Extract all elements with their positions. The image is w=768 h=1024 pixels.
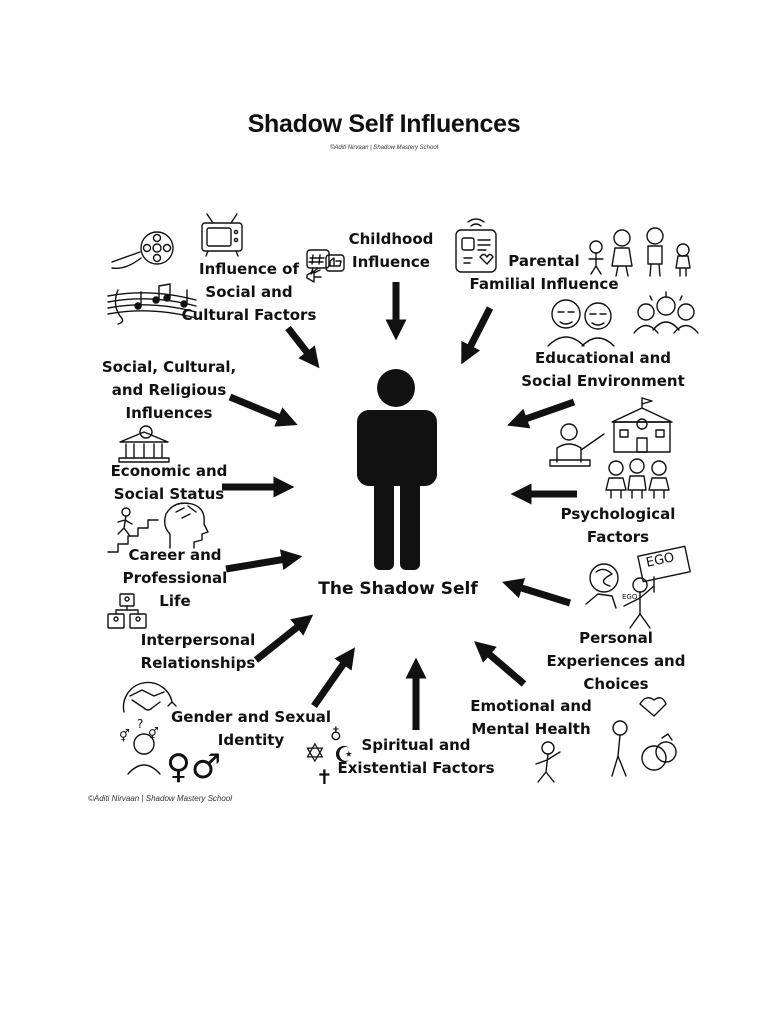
religious-symbols-icon: ✡ ♁ ☪ ✝: [304, 725, 354, 789]
shadow-person-icon: [357, 369, 437, 570]
arrow-social-cultural-factors: [285, 325, 320, 369]
arrow-religious: [228, 393, 298, 427]
tv-icon: [201, 213, 243, 257]
subtitle-credit: ©Aditi Nirvaan | Shadow Mastery School: [329, 145, 439, 151]
arrow-parental: [461, 306, 494, 365]
svg-text:⚥: ⚥: [119, 729, 130, 743]
family-icon: [588, 227, 691, 277]
ego-shirt-text: EGO: [622, 593, 638, 601]
hashtag-chat-icon: [306, 249, 345, 283]
children-icon: [605, 458, 670, 499]
film-reel-icon: [111, 231, 174, 269]
svg-text:✡: ✡: [304, 739, 326, 769]
svg-text:?: ?: [137, 717, 143, 731]
svg-text:☪: ☪: [334, 743, 354, 768]
handshake-icon: [122, 681, 177, 713]
gender-symbols-icon: ⚥ ? ⚥ ♀♂: [119, 717, 221, 787]
arrow-educational: [507, 398, 576, 429]
arrow-emotional: [474, 641, 527, 687]
teacher-icon: [549, 423, 605, 467]
svg-text:♁: ♁: [330, 725, 342, 744]
arrow-personal: [501, 578, 572, 607]
arrow-career: [225, 549, 303, 573]
stick-figure-icon: [535, 741, 561, 783]
center-label-shadow-self: The Shadow Self: [318, 579, 478, 599]
stairs-icon: [107, 507, 159, 553]
heart-rings-icon: [611, 697, 677, 777]
head-thought-icon: [163, 502, 209, 549]
svg-text:✝: ✝: [316, 765, 333, 789]
music-notes-icon: [107, 283, 197, 325]
grandparents-icon: [547, 299, 615, 347]
group-icon: [633, 291, 699, 334]
footer-credit: ©Aditi Nirvaan | Shadow Mastery School: [88, 794, 233, 803]
page-title: Shadow Self Influences: [247, 110, 521, 138]
smartphone-icon: [455, 218, 497, 273]
svg-text:♀♂: ♀♂: [166, 747, 221, 787]
ego-person-icon: [585, 545, 691, 629]
svg-text:⚥: ⚥: [148, 727, 159, 741]
school-icon: [611, 397, 673, 453]
bank-icon: [118, 425, 170, 463]
arrow-interpersonal: [253, 614, 314, 663]
org-chart-icon: [107, 593, 147, 629]
arrow-gender: [311, 647, 356, 709]
